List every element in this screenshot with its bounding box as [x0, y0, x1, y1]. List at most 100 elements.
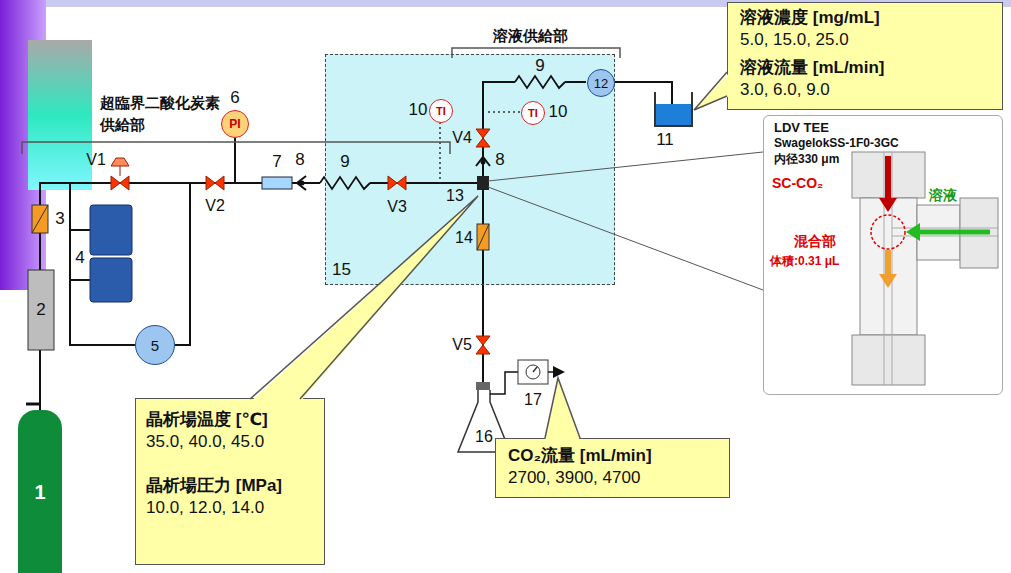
check-valve — [476, 157, 490, 166]
node-text: 2700, 3900, 4700 — [508, 467, 717, 489]
callout-number: 7 — [272, 152, 281, 172]
stop-valve — [476, 336, 490, 354]
valve-label: V4 — [452, 128, 472, 147]
node-text: 5.0, 15.0, 25.0 — [740, 29, 990, 51]
temperature-indicator: TI — [429, 99, 453, 123]
back-pressure-valve — [111, 176, 129, 190]
co2-pipe — [40, 183, 483, 410]
node-text: 溶液流量 [mL/min] — [740, 57, 990, 79]
callout-number: 9 — [340, 152, 349, 172]
flow-callout: CO₂流量 [mL/min]2700, 3900, 4700 — [495, 438, 730, 498]
flow-meter — [518, 360, 548, 384]
tee-body — [860, 198, 917, 335]
callout-number: 6 — [230, 88, 239, 108]
node-text: TI — [528, 108, 538, 119]
outlet-flow-arrow — [879, 274, 897, 288]
callout-number: 10 — [409, 100, 428, 120]
supply-region: 15TITI12 — [325, 54, 615, 285]
valve-label: V2 — [205, 196, 225, 215]
node-text: 15 — [332, 259, 351, 281]
vent-arrow — [548, 371, 562, 373]
parameter-callout: 溶液濃度 [mg/mL]5.0, 15.0, 25.0 溶液流量 [mL/min]… — [727, 2, 1003, 110]
solution-pipe — [483, 82, 672, 183]
filter-symbol — [477, 224, 489, 250]
callout-number: 9 — [535, 56, 544, 76]
node-text: 混合部 — [794, 232, 836, 250]
valve-label: V3 — [387, 197, 407, 216]
section-label: 溶液供給部 — [493, 27, 568, 45]
cooler-pipe — [70, 230, 90, 280]
callout-tail — [694, 72, 727, 110]
callout-tail — [250, 196, 478, 402]
preheat-coil — [515, 76, 565, 88]
tee-symbol — [477, 176, 489, 190]
callout-number: 4 — [75, 248, 84, 268]
valve-label: V1 — [86, 150, 106, 169]
slide-decoration — [28, 40, 92, 190]
temperature-indicator: TI — [521, 101, 545, 125]
node-text: 35.0, 40.0, 45.0 — [146, 431, 314, 453]
thermocouple-line — [487, 111, 520, 113]
node-text: 溶液 — [929, 186, 957, 204]
node-text: PI — [229, 118, 240, 130]
solution-liquid — [656, 104, 691, 125]
inset-ground — [763, 115, 1003, 395]
callout-tail — [694, 72, 730, 110]
callout-number: 16 — [475, 427, 493, 446]
callout-tail — [250, 196, 478, 399]
outlet-flow-arrow — [885, 250, 891, 276]
callout-number: 8 — [495, 150, 504, 170]
stop-valve — [388, 176, 406, 190]
callout-number: 13 — [446, 186, 464, 205]
flask-stopper — [476, 382, 490, 390]
node-text: CO₂流量 [mL/min] — [508, 445, 717, 467]
node-text: SC-CO₂ — [772, 174, 823, 192]
mixing-zone — [871, 215, 905, 249]
tee-nut — [852, 335, 925, 385]
section-label: 超臨界二酸化炭素 供給部 — [100, 92, 226, 136]
solution-flow-arrow — [918, 230, 990, 235]
co2-flow-arrow — [879, 198, 897, 212]
pump-circle: 5 — [135, 325, 175, 365]
solution-flow-arrow — [906, 223, 920, 241]
regulator-dome — [111, 158, 129, 176]
section-bracket — [22, 142, 450, 154]
cooler-block — [90, 205, 132, 255]
callout-number: 11 — [656, 130, 674, 150]
pressure-indicator: PI — [221, 110, 249, 138]
zoom-leader — [488, 152, 763, 290]
node-text: SwagelokSS-1F0-3GC 内径330 μm — [774, 136, 934, 167]
filter-mark — [32, 205, 48, 233]
callout-number: 3 — [55, 209, 64, 229]
tee-bore — [884, 152, 998, 385]
check-valve — [300, 181, 305, 186]
callout-number: 14 — [455, 228, 473, 247]
beaker — [655, 92, 692, 126]
gauge-stem — [234, 138, 236, 183]
stop-valve — [476, 129, 490, 147]
vent-pipe — [490, 372, 518, 394]
node-text: 1 — [34, 479, 45, 505]
cylinder-valve — [26, 403, 40, 406]
condition-callout: 晶析場温度 [℃]35.0, 40.0, 45.0晶析場圧力 [MPa]10.0… — [135, 398, 325, 565]
filter-mark — [477, 224, 489, 250]
node-text: 3.0, 6.0, 9.0 — [740, 79, 990, 101]
stop-valve — [206, 176, 224, 190]
callout-tail — [545, 378, 580, 438]
node-text: 晶析場圧力 [MPa] — [146, 475, 314, 497]
preheat-coil — [320, 177, 370, 189]
node-text: 溶液濃度 [mg/mL] — [740, 7, 990, 29]
callout-number: 8 — [295, 150, 304, 170]
node-text: 10.0, 12.0, 14.0 — [146, 497, 314, 519]
thermocouple-line — [439, 122, 441, 183]
callout-tail — [545, 378, 580, 441]
dryer-column — [28, 270, 54, 350]
callout-number: 17 — [524, 390, 542, 409]
filter-symbol — [32, 205, 48, 233]
tee-detail-inset: LDV TEESwagelokSS-1F0-3GC 内径330 μmSC-CO₂… — [763, 115, 1003, 395]
check-valve — [297, 176, 306, 190]
valve-label: V5 — [452, 335, 472, 354]
flow-meter-dial — [526, 365, 540, 379]
region-fill — [325, 54, 615, 285]
gas-cylinder: 1 — [18, 410, 62, 573]
